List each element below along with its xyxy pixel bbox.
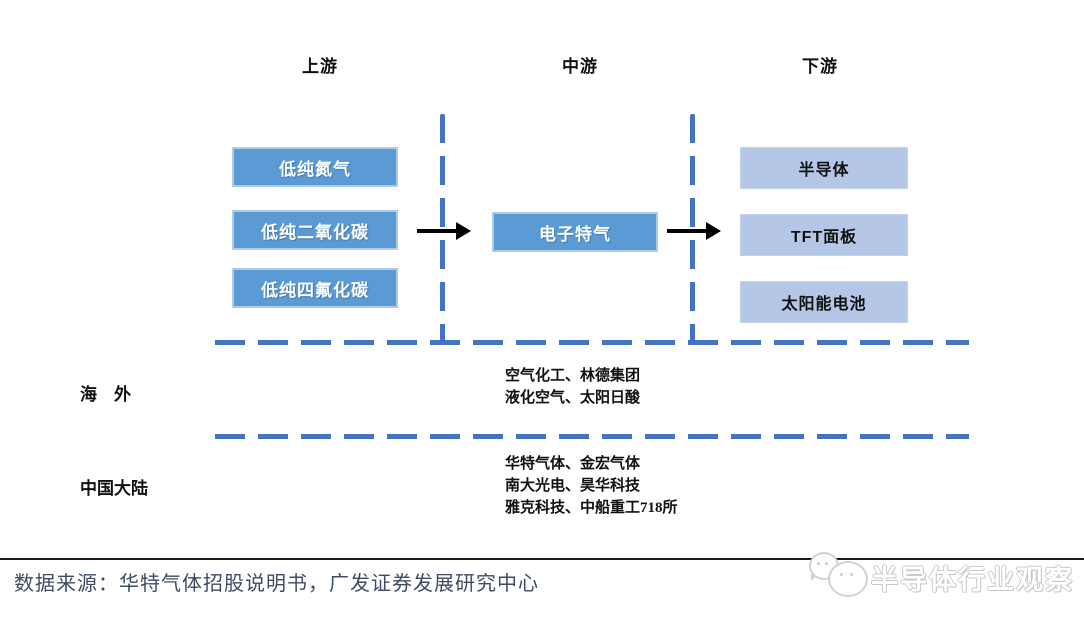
column-header-upstream: 上游 <box>302 57 338 76</box>
mainland-company-list: 华特气体、金宏气体 南大光电、昊华科技 雅克科技、中船重工718所 <box>505 453 678 519</box>
region-label-mainland-china: 中国大陆 <box>80 479 148 498</box>
data-source-text: 数据来源：华特气体招股说明书，广发证券发展研究中心 <box>14 573 539 595</box>
region-label-overseas: 海 外 <box>80 385 131 404</box>
upstream-box-carbon-tetrafluoride: 低纯四氟化碳 <box>232 268 398 308</box>
chat-bubble-large-icon <box>828 561 868 597</box>
upstream-box-carbon-dioxide: 低纯二氧化碳 <box>232 210 398 250</box>
overseas-company-list: 空气化工、林德集团 液化空气、太阳日酸 <box>505 365 640 409</box>
downstream-box-tft-panel: TFT面板 <box>740 214 908 256</box>
downstream-box-solar-cell: 太阳能电池 <box>740 281 908 323</box>
flow-arrow-midstream-to-downstream-icon <box>667 222 721 240</box>
horizontal-dashed-divider-bottom <box>215 434 969 439</box>
company-line: 南大光电、昊华科技 <box>505 478 641 494</box>
upstream-box-nitrogen: 低纯氮气 <box>232 147 398 187</box>
watermark-text: 半导体行业观察 <box>871 565 1074 595</box>
company-line: 液化空气、太阳日酸 <box>505 390 641 406</box>
column-header-downstream: 下游 <box>802 57 838 76</box>
footer-divider <box>0 558 1084 560</box>
horizontal-dashed-divider-top <box>215 340 969 345</box>
watermark-logo: 半导体行业观察 <box>795 548 1080 612</box>
midstream-box-electronic-specialty-gas: 电子特气 <box>492 212 658 252</box>
flow-arrow-upstream-to-midstream-icon <box>417 222 471 240</box>
column-header-midstream: 中游 <box>562 57 598 76</box>
company-line: 雅克科技、中船重工718所 <box>505 500 678 516</box>
company-line: 空气化工、林德集团 <box>505 368 641 384</box>
downstream-box-semiconductor: 半导体 <box>740 147 908 189</box>
company-line: 华特气体、金宏气体 <box>505 456 641 472</box>
